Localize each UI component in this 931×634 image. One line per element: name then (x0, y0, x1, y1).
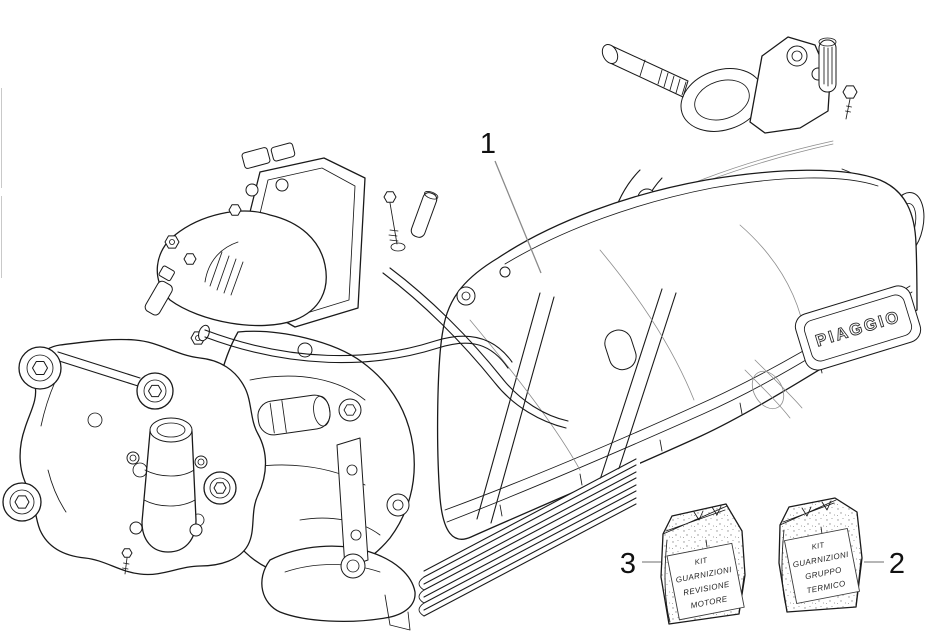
gasket-kit-gruppo-termico-bag: KIT GUARNIZIONI GRUPPO TERMICO (778, 497, 863, 613)
hanger-strip (336, 437, 411, 631)
stud-bolts (383, 190, 439, 252)
mount-bushing (2, 482, 42, 522)
oil-sump (261, 545, 416, 623)
mount-tie-bar (55, 351, 141, 387)
cooling-fins (418, 458, 640, 622)
case-bolt (338, 398, 362, 422)
callout-2: 2 (864, 548, 905, 580)
cover-vent-hole (604, 329, 637, 371)
bag-label-revisione: KIT GUARNIZIONI REVISIONE MOTORE (666, 542, 745, 621)
callout-2-label: 2 (889, 548, 905, 580)
mount-bushing (203, 471, 237, 505)
engine-assembly: PIAGGIO (2, 36, 925, 631)
pump-housing (121, 417, 208, 575)
callout-1: 1 (480, 128, 542, 274)
throttle-body-cluster (144, 142, 327, 345)
bag-label-gruppo-termico: KIT GUARNIZIONI GRUPPO TERMICO (783, 527, 861, 605)
hex-bolt (164, 235, 180, 249)
engine-mount-bushings (2, 346, 237, 522)
hex-bolt (183, 253, 197, 265)
mount-bushing (18, 346, 62, 390)
callout-1-label: 1 (480, 128, 496, 160)
gasket-kit-revisione-bag: KIT GUARNIZIONI REVISIONE MOTORE (660, 503, 746, 625)
piaggio-badge: PIAGGIO (794, 285, 922, 371)
leader-line-1 (494, 160, 542, 274)
case-bolt (456, 286, 476, 306)
bag-label-line: KIT (811, 540, 826, 551)
cover-rib-left (476, 292, 555, 524)
mount-bushing (136, 372, 174, 410)
fuel-injector (144, 265, 175, 316)
callout-3: 3 (620, 548, 661, 580)
bag-label-line: KIT (694, 555, 709, 566)
hex-bolt-top-right (842, 85, 858, 120)
hex-bolt (228, 204, 242, 216)
starter-motor (257, 394, 331, 436)
mounting-bracket (599, 36, 858, 233)
callout-3-label: 3 (620, 548, 636, 580)
pivot-pin (818, 39, 837, 93)
hook-bracket (384, 594, 411, 631)
left-crankcase-cover (19, 338, 267, 576)
cvt-cover: PIAGGIO (436, 169, 922, 540)
fuel-hoses (198, 267, 569, 429)
case-bolt (386, 493, 410, 517)
output-shaft (601, 44, 764, 132)
drain-plug (121, 548, 133, 575)
